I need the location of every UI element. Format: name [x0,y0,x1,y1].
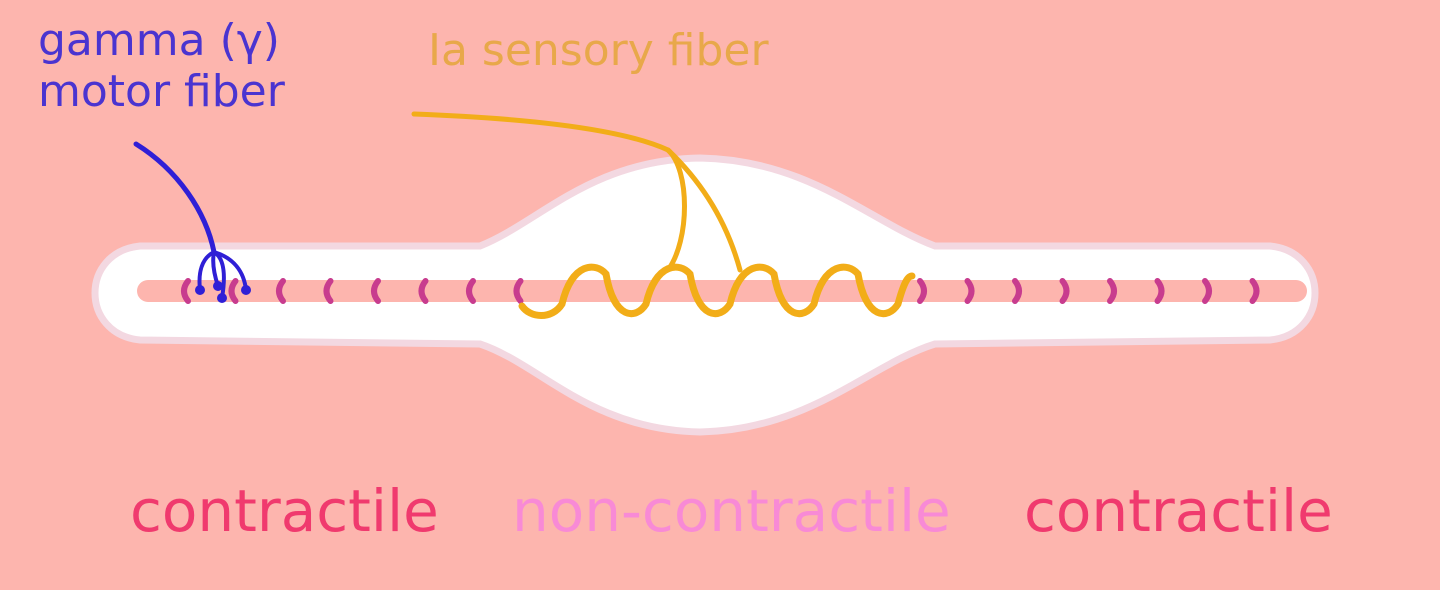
region-non-contractile: non-contractile [512,477,951,545]
striation-mark [1012,278,1022,304]
ia-sensory-fiber-label: Ia sensory fiber [428,25,769,76]
striation-mark [1107,278,1117,304]
striations-left [181,278,524,304]
striation-mark [1059,278,1070,304]
gamma-label-line-1: gamma (γ) [38,15,280,66]
striation-mark [513,278,524,304]
ia-sensory-fiber [411,111,687,273]
striation-mark [917,278,927,304]
striation-mark [1202,278,1212,304]
region-contractile-right: contractile [1024,477,1333,545]
striation-mark [371,278,381,304]
region-contractile-left: contractile [130,477,439,545]
striation-mark [964,278,975,304]
annulospiral-ending [518,263,916,319]
striation-mark [1249,278,1260,304]
striation-mark [323,278,334,304]
gamma-motor-fiber [133,141,217,255]
striation-mark [418,278,429,304]
gamma-label-line-2: motor fiber [38,65,285,117]
striation-mark [1154,278,1165,304]
striation-mark [228,278,239,304]
ia-sensory-fiber-branch [665,147,743,273]
striations-right [917,278,1260,304]
striation-mark [181,278,191,304]
gamma-motor-fiber-label: gamma (γ) motor fiber [38,15,285,117]
striation-mark [466,278,476,304]
gamma-motor-endplates [195,250,251,303]
striation-mark [276,278,286,304]
